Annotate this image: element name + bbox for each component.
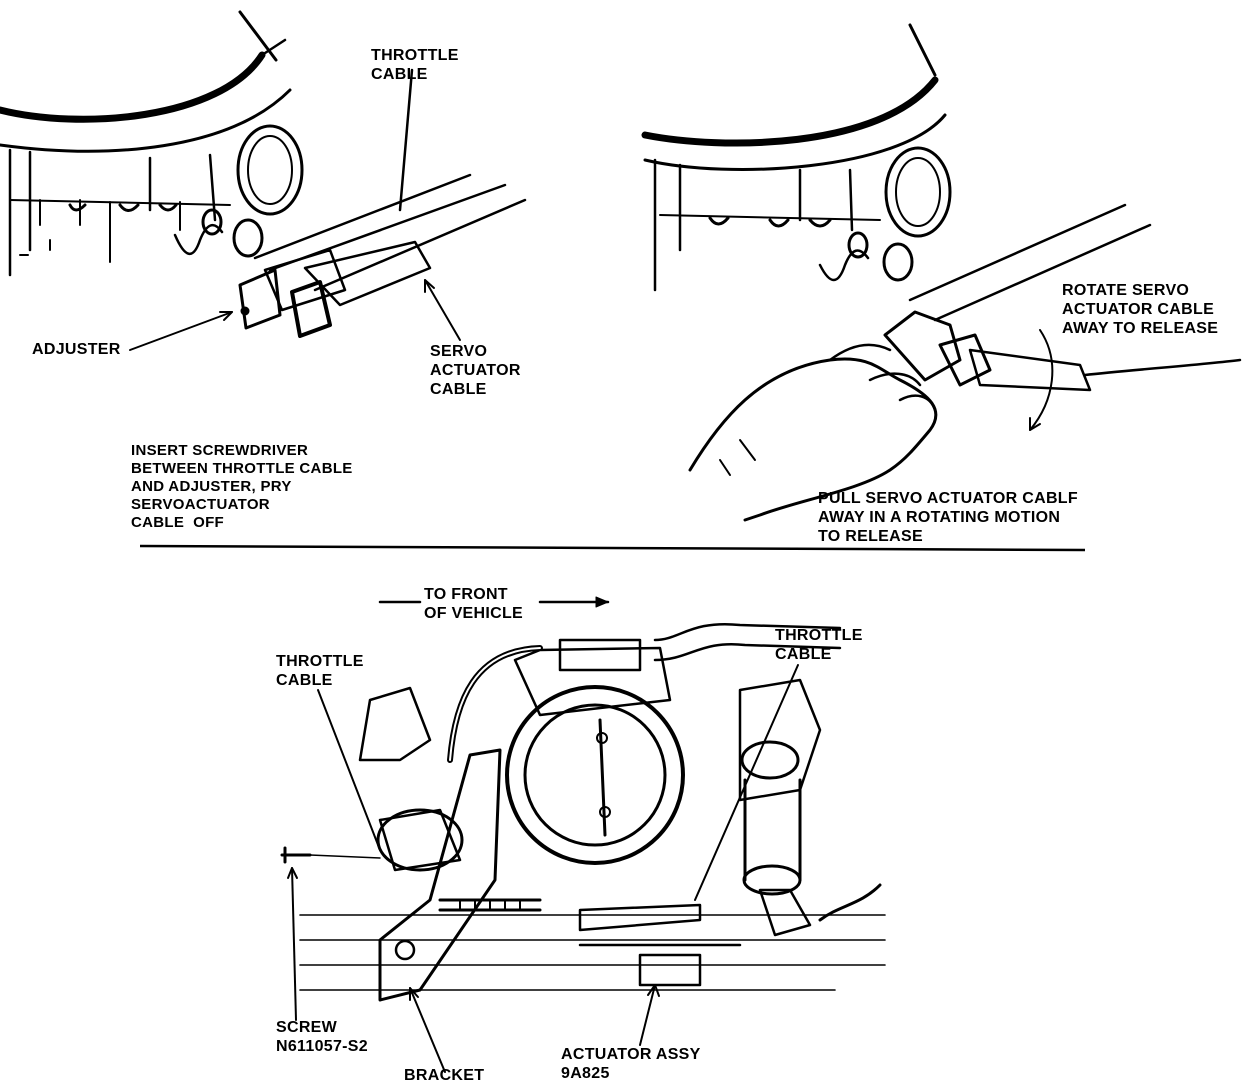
top-right-engine [641, 23, 1242, 522]
label-actuator-assy: ACTUATOR ASSY 9A825 [561, 1046, 701, 1082]
top-left-engine [0, 10, 527, 351]
instruction-insert-screwdriver: INSERT SCREWDRIVER BETWEEN THROTTLE CABL… [131, 442, 353, 531]
label-adjuster: ADJUSTER [32, 341, 121, 358]
label-throttle-cable-left: THROTTLE CABLE [276, 653, 364, 689]
label-bracket: BRACKET [404, 1067, 485, 1084]
label-to-front-of-vehicle: TO FRONT OF VEHICLE [424, 586, 524, 622]
label-throttle-cable-top: THROTTLE CABLE [371, 47, 459, 83]
note-pull-servo-cable: PULL SERVO ACTUATOR CABLF AWAY IN A ROTA… [818, 490, 1078, 545]
bottom-throttle-body [280, 596, 886, 1073]
note-rotate-servo-cable: ROTATE SERVO ACTUATOR CABLE AWAY TO RELE… [1062, 282, 1219, 337]
label-screw: SCREW N611057-S2 [276, 1019, 368, 1055]
label-servo-actuator-cable: SERVO ACTUATOR CABLE [430, 343, 521, 398]
section-divider [139, 544, 1086, 552]
label-throttle-cable-right: THROTTLE CABLE [775, 627, 863, 663]
